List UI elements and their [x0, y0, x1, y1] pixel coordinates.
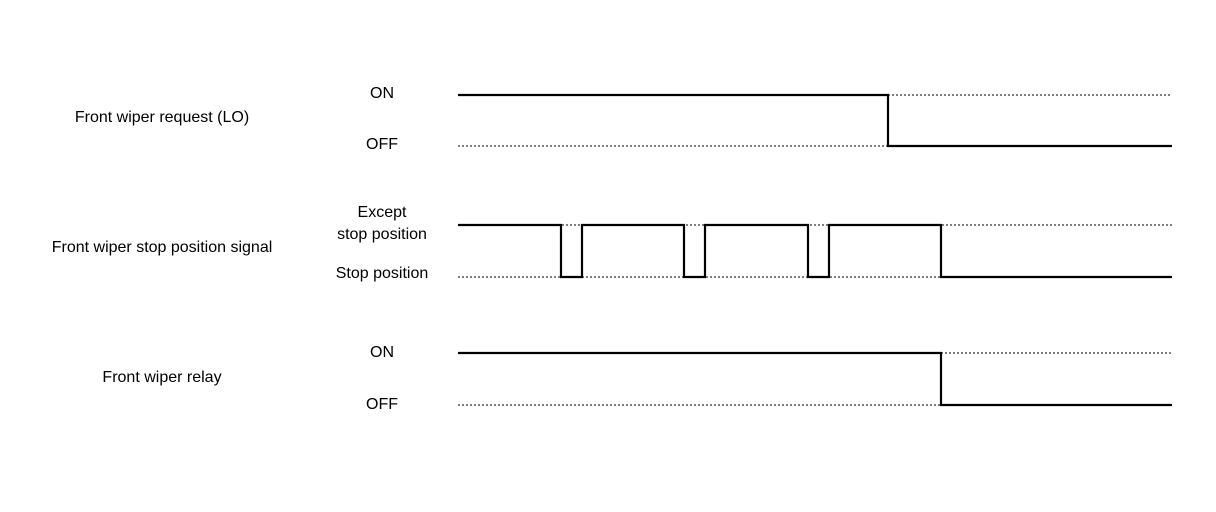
stop-position-low-label: Stop position [335, 265, 429, 282]
stop-position-high-label: Except stop position [312, 202, 452, 246]
waveform-wiper-request [458, 93, 1172, 148]
stop-position-high-label-line2: stop position [337, 226, 427, 243]
waveform-stop-position [458, 223, 1172, 279]
request-on-label: ON [370, 85, 394, 102]
request-off-label: OFF [366, 136, 398, 153]
relay-off-label: OFF [366, 396, 398, 413]
signal-name-stop-position: Front wiper stop position signal [51, 239, 273, 256]
request-signal-trace [458, 93, 1172, 148]
stop-position-high-label-line1: Except [357, 204, 407, 221]
signal-name-wiper-request: Front wiper request (LO) [74, 109, 250, 126]
relay-signal-trace [458, 351, 1172, 407]
relay-on-label: ON [370, 344, 394, 361]
signal-name-wiper-relay: Front wiper relay [102, 369, 222, 386]
waveform-wiper-relay [458, 351, 1172, 407]
stop-position-signal-trace [458, 223, 1172, 279]
